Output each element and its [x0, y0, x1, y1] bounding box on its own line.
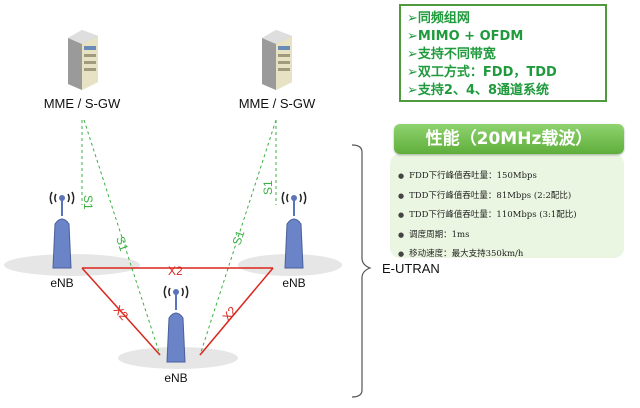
feature-item: ➢同频组网 — [407, 11, 470, 26]
server-icon — [262, 30, 292, 90]
bullet-icon: ● — [398, 172, 405, 180]
s1-label-right-vertical: S1 — [261, 180, 275, 195]
feature-item: ➢双工方式：FDD，TDD — [407, 65, 557, 80]
antenna-icon — [281, 191, 307, 269]
x2-link-left — [81, 267, 161, 356]
s1-link-3 — [199, 119, 277, 356]
s1-link-2 — [83, 119, 161, 356]
feature-item: ➢支持2、4、8通道系统 — [407, 83, 550, 98]
server-icon — [68, 30, 98, 90]
performance-item: ● 调度周期：1ms — [398, 226, 624, 246]
performance-item: ● 移动速度：最大支持350km/h — [398, 245, 624, 265]
e-utran-brace — [351, 144, 372, 398]
x2-label-top: X2 — [168, 264, 183, 278]
performance-item: ● FDD下行峰值吞吐量：150Mbps — [398, 167, 624, 187]
antenna-icon — [49, 191, 75, 269]
bullet-icon: ● — [398, 191, 405, 200]
bullet-icon: ● — [398, 211, 405, 219]
ground-shadow-left — [4, 254, 140, 276]
feature-list-box: ➢同频组网 ➢MIMO + OFDM ➢支持不同带宽 ➢双工方式：FDD，TDD… — [399, 4, 607, 102]
mme-label-left: MME / S-GW — [44, 96, 121, 111]
s1-label-right-diagonal: S1 — [230, 228, 248, 247]
enb-label-left: eNB — [50, 276, 73, 290]
x2-label-right: X2 — [220, 303, 240, 323]
bullet-icon: ● — [398, 250, 405, 258]
performance-item: ● TDD下行峰值吞吐量：110Mbps (3:1配比) — [398, 206, 624, 226]
performance-item: ● TDD下行峰值吞吐量：81Mbps (2:2配比) — [398, 187, 624, 207]
performance-item-text: FDD下行峰值吞吐量：150Mbps — [409, 171, 537, 181]
e-utran-label: E-UTRAN — [382, 261, 440, 276]
feature-item: ➢支持不同带宽 — [407, 47, 496, 62]
enb-label-bottom: eNB — [164, 371, 187, 385]
performance-header: 性能（20MHz载波） — [394, 124, 624, 154]
performance-panel: ● FDD下行峰值吞吐量：150Mbps ● TDD下行峰值吞吐量：81Mbps (… — [390, 154, 624, 259]
bullet-icon: ● — [398, 230, 405, 239]
antenna-icon — [163, 285, 189, 363]
mme-label-right: MME / S-GW — [239, 96, 316, 111]
feature-item: ➢MIMO + OFDM — [407, 29, 524, 44]
performance-item-text: 移动速度：最大支持350km/h — [409, 249, 524, 259]
s1-label-left-vertical: S1 — [81, 195, 95, 210]
performance-item-text: TDD下行峰值吞吐量：81Mbps (2:2配比) — [409, 190, 572, 201]
performance-item-text: 调度周期：1ms — [409, 229, 470, 240]
performance-item-text: TDD下行峰值吞吐量：110Mbps (3:1配比) — [409, 210, 577, 220]
s1-label-left-diagonal: S1 — [113, 235, 131, 254]
enb-label-right: eNB — [282, 276, 305, 290]
x2-link-right — [199, 267, 274, 356]
